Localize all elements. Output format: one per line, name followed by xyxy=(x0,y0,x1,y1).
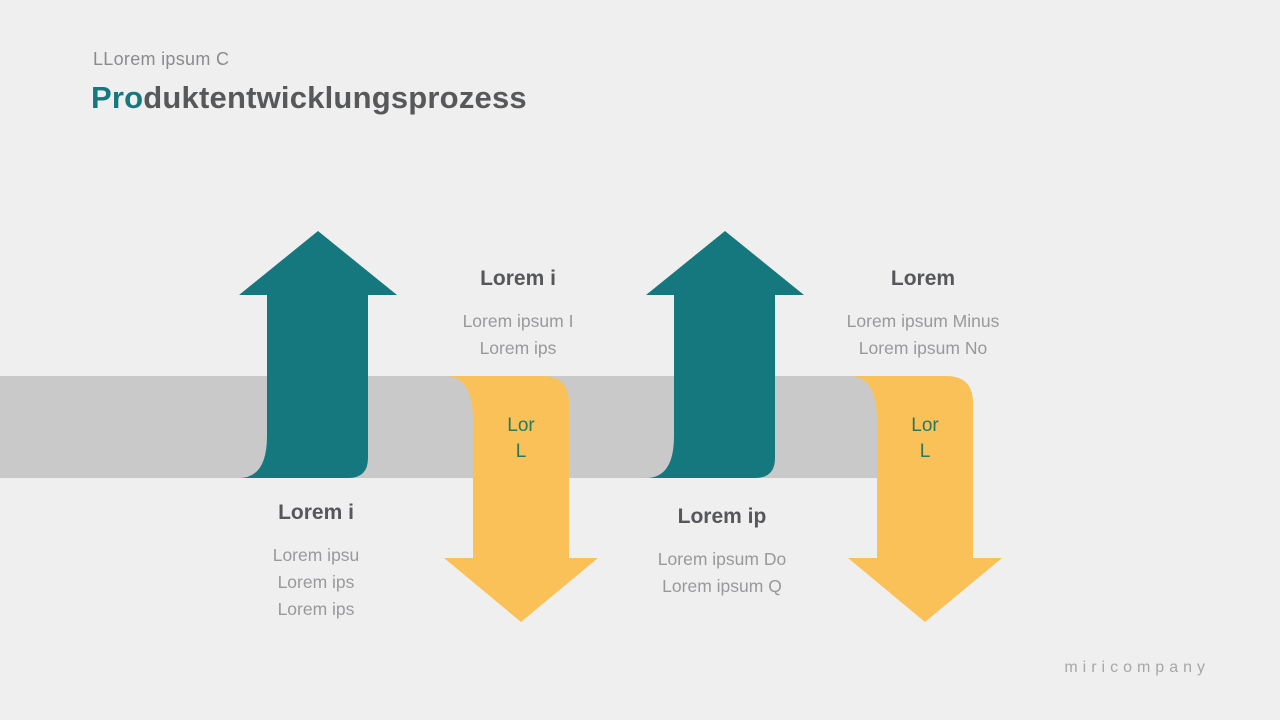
step-heading: Lorem ip xyxy=(677,505,767,528)
step-line: Lorem ipsum Minus xyxy=(846,311,1000,331)
arrow-label-line: L xyxy=(919,441,931,462)
step-block-bottom-1: Lorem i Lorem ipsu Lorem ips Lorem ips xyxy=(273,500,360,623)
brand-logo: miricompany xyxy=(1064,659,1210,676)
arrow-label-line: Lor xyxy=(911,415,939,436)
step-heading: Lorem i xyxy=(278,501,354,524)
arrow-label-line: L xyxy=(515,441,527,462)
step-block-bottom-2: Lorem ip Lorem ipsum Do Lorem ipsum Q xyxy=(658,504,786,600)
timeline-band xyxy=(0,376,935,478)
step-line: Lorem ipsu xyxy=(272,545,360,565)
step-block-top-1: Lorem i Lorem ipsum I Lorem ips xyxy=(463,266,574,362)
step-line: Lorem ipsum Q xyxy=(662,576,782,596)
arrow-label-line: Lor xyxy=(507,415,535,436)
down-arrow-1 xyxy=(444,376,598,622)
step-heading: Lorem i xyxy=(480,267,556,290)
step-line: Lorem ips xyxy=(479,338,557,358)
step-line: Lorem ipsum Do xyxy=(657,549,787,569)
step-line: Lorem ips xyxy=(277,572,355,592)
title-rest: duktentwicklungsprozess xyxy=(143,80,527,115)
up-arrow-2 xyxy=(646,231,804,478)
title-accent: Pro xyxy=(91,80,144,115)
down-arrow-1-label: Lor L xyxy=(507,413,534,465)
up-arrow-1 xyxy=(239,231,397,478)
down-arrow-2-label: Lor L xyxy=(911,413,938,465)
step-line: Lorem ips xyxy=(277,599,355,619)
down-arrow-2 xyxy=(848,376,1002,622)
step-heading: Lorem xyxy=(890,267,956,290)
step-line: Lorem ipsum No xyxy=(858,338,988,358)
step-block-top-2: Lorem Lorem ipsum Minus Lorem ipsum No xyxy=(847,266,1000,362)
slide-title: Produktentwicklungsprozess xyxy=(91,80,527,116)
step-line: Lorem ipsum I xyxy=(462,311,574,331)
slide-subtitle: LLorem ipsum C xyxy=(93,49,230,69)
